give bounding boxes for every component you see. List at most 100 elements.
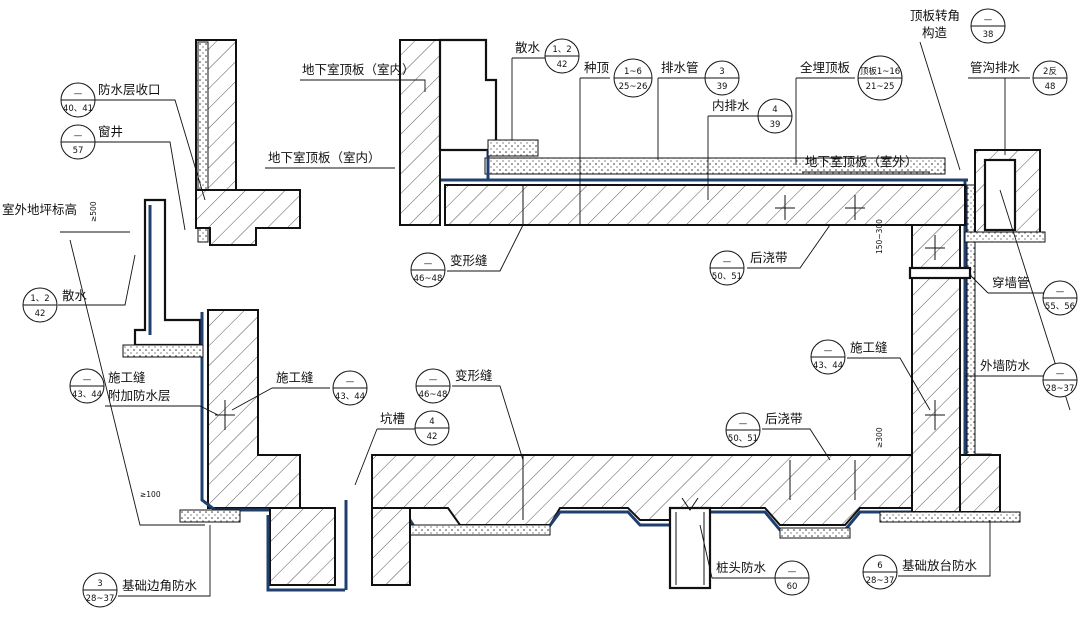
left-construction-joint: [215, 400, 235, 430]
ref-trench-drain: 2反 48: [1032, 60, 1068, 96]
svg-text:46~48: 46~48: [419, 390, 448, 400]
right-cushion: [879, 511, 1021, 523]
leader-deformation-joint-top: [447, 224, 524, 272]
label-drain-pipe: 排水管: [661, 60, 699, 75]
pile: [668, 506, 712, 590]
ref-inner-drain: 4 39: [757, 98, 793, 134]
label-apron-left: 散水: [62, 288, 88, 303]
right-upper-joint: [925, 235, 945, 260]
ref-apron-top: 1、2 42: [544, 38, 580, 74]
ref-post-pour-strip-top: — 50、51: [709, 250, 745, 286]
svg-text:21~25: 21~25: [866, 82, 895, 92]
leader-apron-left: [58, 254, 136, 306]
leader-waterproof-layer-end: [95, 99, 206, 201]
label-post-pour-strip-bottom: 后浇带: [765, 411, 803, 426]
bottom-cushion-2: [779, 527, 851, 539]
left-foundation-wp: [266, 515, 345, 592]
leader-construction-joint-right: [847, 357, 931, 411]
svg-text:—: —: [83, 375, 92, 385]
bottom-post-pour-strip: [789, 460, 856, 500]
svg-text:42: 42: [427, 432, 438, 442]
ref-planting-roof: 1~6 25~26: [613, 58, 653, 98]
ref-construction-joint-mid: — 43、44: [332, 370, 368, 406]
label-exterior-wall-wp: 外墙防水: [980, 358, 1031, 373]
structure: [122, 38, 1046, 592]
leader-basement-roof-indoor-top: [300, 79, 426, 92]
label-foundation-corner-wp: 基础边角防水: [122, 578, 198, 593]
svg-text:4: 4: [429, 417, 434, 427]
ref-post-pour-strip-bottom: — 50、51: [725, 412, 761, 448]
top-parapet: [438, 38, 498, 152]
svg-text:60: 60: [787, 582, 798, 592]
svg-text:25~26: 25~26: [619, 82, 648, 92]
roof-slab: [444, 184, 966, 226]
svg-text:顶板1~16: 顶板1~16: [860, 66, 900, 77]
left-apron-slab: [122, 344, 204, 358]
ref-wall-penetration-pipe: — 55、56: [1042, 280, 1078, 316]
label-wall-penetration-pipe: 穿墙管: [992, 275, 1030, 290]
joints: [215, 185, 972, 520]
label-construction-joint-mid: 施工缝: [276, 370, 314, 385]
leader-post-pour-strip-top: [747, 224, 831, 269]
ref-construction-joint-left: — 43、44: [69, 368, 105, 404]
label-pit: 坑槽: [380, 411, 405, 426]
label-window-well: 窗井: [98, 124, 123, 139]
dim-150-300: 150~300: [875, 219, 884, 254]
svg-text:39: 39: [717, 82, 728, 92]
svg-text:39: 39: [770, 120, 781, 130]
trench-inner: [983, 158, 1017, 232]
leader-pile-head-wp: [699, 524, 775, 579]
right-foundation-step: [959, 454, 1001, 513]
ref-pit: 4 42: [414, 410, 450, 446]
leader-pit: [354, 428, 420, 486]
label-roof-corner-1: 顶板转角: [910, 8, 960, 23]
leader-wall-penetration-pipe: [969, 274, 1045, 294]
svg-text:43、44: 43、44: [335, 392, 365, 402]
svg-text:50、51: 50、51: [712, 272, 742, 282]
leader-deformation-joint-bottom: [452, 385, 524, 461]
top-apron: [487, 139, 539, 157]
label-construction-joint-left-1: 施工缝: [108, 370, 146, 385]
ref-deformation-joint-bottom: — 46~48: [415, 368, 451, 404]
leader-apron-top: [511, 57, 545, 140]
label-apron-top: 散水: [515, 40, 541, 55]
label-pile-head-wp: 桩头防水: [716, 560, 767, 575]
left-wall-wp: [200, 312, 300, 512]
svg-text:28~37: 28~37: [86, 594, 115, 604]
leader-planting-roof: [579, 77, 610, 225]
svg-text:28~37: 28~37: [866, 576, 895, 586]
label-inner-drain: 内排水: [712, 98, 750, 113]
left-foundation: [269, 507, 336, 586]
ref-foundation-corner-wp: 3 28~37: [82, 572, 118, 608]
leader-window-well: [95, 141, 186, 231]
label-basement-roof-indoor-left: 地下室顶板（室内）: [268, 150, 381, 165]
annotations: 地下室顶板（室内） 地下室顶板（室内） 防水层收口 窗井 室外地坪标高 散水 施…: [2, 8, 1045, 597]
ref-window-well: — 57: [60, 124, 96, 160]
svg-text:—: —: [1056, 369, 1065, 379]
window-well-wall: [133, 198, 202, 347]
left-lower-wall: [207, 309, 301, 509]
leader-post-pour-strip-bottom: [762, 428, 831, 461]
label-foundation-platform-wp: 基础放台防水: [902, 558, 978, 573]
leader-roof-corner: [919, 41, 961, 171]
label-post-pour-strip-top: 后浇带: [750, 250, 788, 265]
svg-text:42: 42: [35, 309, 46, 319]
svg-text:50、51: 50、51: [728, 434, 758, 444]
svg-text:—: —: [739, 419, 748, 429]
ref-construction-joint-right: — 43、44: [810, 339, 846, 375]
dim-300: ≥300: [875, 427, 884, 448]
svg-text:—: —: [346, 377, 355, 387]
label-deformation-joint-top: 变形缝: [450, 253, 488, 268]
leader-full-buried-roof: [795, 77, 855, 165]
roof-planting-layer: [484, 157, 946, 175]
svg-text:46~48: 46~48: [414, 274, 443, 284]
label-deformation-joint-bottom: 变形缝: [455, 368, 493, 383]
label-basement-roof-indoor-top: 地下室顶板（室内）: [302, 62, 415, 77]
svg-text:—: —: [723, 257, 732, 267]
pit-wall: [371, 507, 411, 586]
leader-construction-joint-mid: [231, 387, 330, 411]
label-roof-corner-2: 构造: [922, 25, 948, 40]
svg-text:6: 6: [877, 561, 882, 571]
